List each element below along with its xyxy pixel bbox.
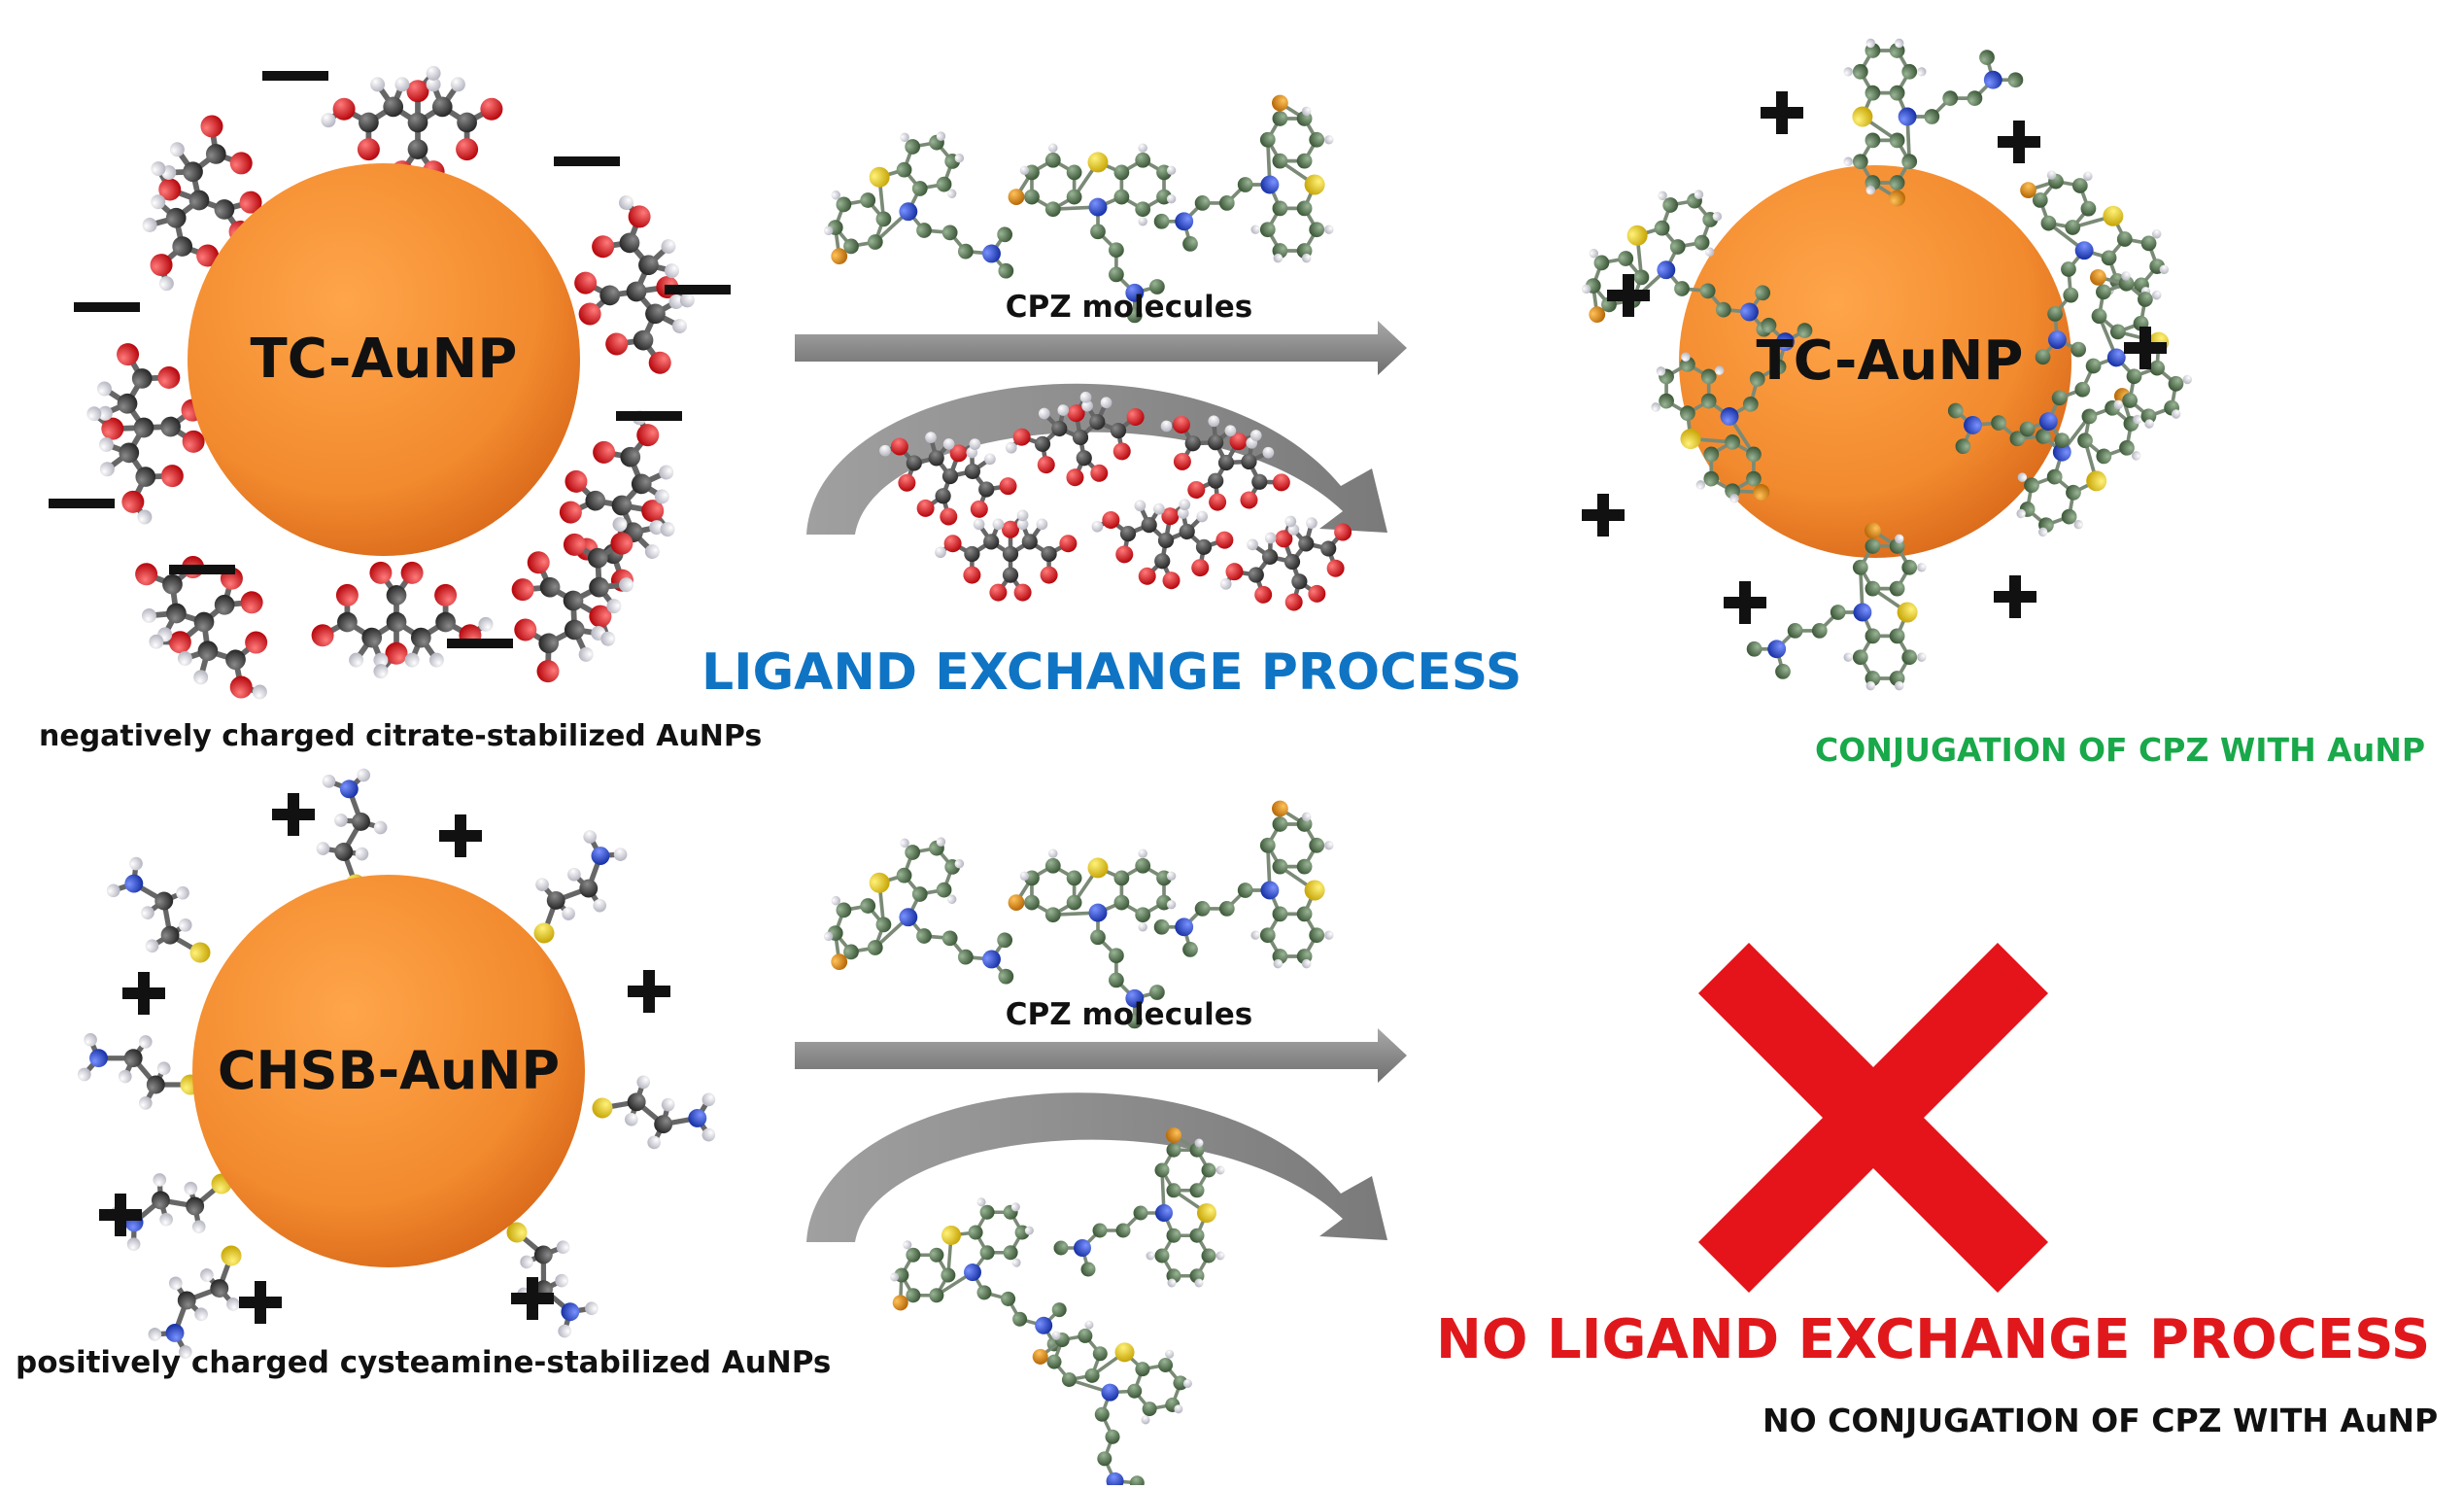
- citrate-aunp-group: TC-AuNP: [49, 65, 731, 700]
- conjugated-aunp-group: TC-AuNP: [1581, 38, 2193, 691]
- negative-charge-4: [74, 302, 140, 312]
- cpz-molecules-bottom: [823, 800, 1334, 1029]
- cpz-bound-1: [1843, 38, 2024, 207]
- cpz-molecule-top-1: [823, 131, 1014, 279]
- cysteamine-molecule-8: [148, 1245, 242, 1359]
- negative-charge-8: [447, 639, 513, 648]
- released-citrate-6: [1219, 515, 1352, 611]
- caption-conjugation: CONJUGATION OF CPZ WITH AuNP: [1815, 731, 2426, 769]
- cpz-arrow-label-bottom: CPZ molecules: [1006, 997, 1253, 1032]
- positive-charge-conj-2: [1998, 121, 2040, 163]
- cpz-bound-5: [1947, 388, 2142, 537]
- citrate-molecule-3: [574, 195, 695, 374]
- cpz-free-2: [1053, 1127, 1225, 1288]
- positive-charge-cys-1: [272, 793, 315, 836]
- cpz-molecule-top-3: [1153, 94, 1334, 263]
- cpz-molecule-bottom-2: [1008, 848, 1177, 1029]
- positive-charge-conj-7: [1994, 575, 2036, 618]
- process-arrow-icon: [795, 321, 1407, 375]
- released-citrate-1: [879, 432, 1017, 526]
- cpz-molecules-top: [823, 94, 1334, 324]
- cpz-molecule-bottom-1: [823, 837, 1014, 985]
- cpz-arrow-label-top: CPZ molecules: [1006, 290, 1253, 325]
- cpz-free-1: [890, 1197, 1067, 1352]
- positive-charge-cys-4: [628, 970, 670, 1013]
- no-conjugation-group: [1698, 943, 2048, 1293]
- negative-charges: [49, 71, 731, 648]
- cysteamine-aunp-group: CHSB-AuNP: [77, 768, 716, 1359]
- negative-charge-2: [554, 156, 620, 166]
- positive-charge-conj-3: [1607, 274, 1650, 317]
- negative-charge-3: [665, 285, 731, 294]
- cpz-ligand-shell: [1581, 38, 2193, 691]
- tc-aunp-particle-left: [188, 163, 580, 556]
- citrate-molecule-2: [142, 115, 262, 292]
- cysteamine-ligand-shell: [77, 768, 716, 1359]
- released-citrate-5: [1091, 499, 1234, 590]
- caption-citrate: negatively charged citrate-stabilized Au…: [39, 719, 763, 753]
- positive-charge-conj-6: [1724, 581, 1766, 624]
- process-title-bottom: NO LIGAND EXCHANGE PROCESS: [1436, 1308, 2431, 1371]
- released-citrate-4: [935, 509, 1078, 602]
- cysteamine-molecule-4: [592, 1075, 716, 1150]
- negative-charge-6: [49, 499, 115, 508]
- cpz-molecule-top-2: [1008, 143, 1177, 324]
- citrate-molecule-5: [559, 410, 675, 592]
- cpz-bound-7: [2019, 268, 2193, 449]
- tc-aunp-label-right: TC-AuNP: [1757, 329, 2024, 393]
- positive-charge-cys-7: [511, 1277, 554, 1320]
- released-citrate-3: [1160, 415, 1290, 511]
- bottom-no-exchange-group: CPZ molecules: [795, 800, 1407, 1489]
- cysteamine-molecule-3: [106, 856, 211, 963]
- release-curve-arrow-icon: [806, 383, 1387, 535]
- citrate-molecule-7: [511, 517, 634, 683]
- negative-charge-7: [169, 565, 235, 574]
- positive-charge-cys-5: [99, 1194, 142, 1236]
- cysteamine-molecule-1: [316, 768, 388, 895]
- cpz-molecule-bottom-3: [1153, 800, 1334, 969]
- cpz-bound-3: [2020, 170, 2170, 365]
- positive-charge-conj-5: [1582, 494, 1625, 537]
- cysteamine-molecule-2: [533, 830, 628, 944]
- positive-charge-cys-2: [439, 814, 482, 857]
- released-citrate-2: [1005, 391, 1145, 487]
- citrate-ligand-shell: [86, 65, 695, 700]
- process-title-top: LIGAND EXCHANGE PROCESS: [702, 643, 1523, 702]
- caption-no-conjugation: NO CONJUGATION OF CPZ WITH AuNP: [1762, 1402, 2439, 1439]
- cysteamine-molecule-5: [77, 1032, 201, 1110]
- positive-charges-cysteamine: [99, 793, 670, 1324]
- chsb-aunp-label: CHSB-AuNP: [218, 1040, 560, 1101]
- cpz-free-molecules-bottom: [890, 1127, 1225, 1489]
- positive-charge-conj-4: [2124, 327, 2167, 369]
- citrate-molecule-8: [135, 555, 268, 700]
- positive-charge-cys-3: [122, 972, 165, 1015]
- process-arrow-icon-bottom: [795, 1028, 1407, 1083]
- citrate-molecule-4: [86, 343, 205, 525]
- top-exchange-group: CPZ molecules: [795, 94, 1407, 611]
- cpz-bound-6: [1746, 522, 1927, 691]
- cpz-bound-4: [1651, 317, 1813, 503]
- negative-charge-5: [616, 411, 682, 421]
- citrate-molecule-1: [321, 65, 503, 184]
- positive-charge-cys-6: [239, 1281, 282, 1324]
- cpz-bound-2: [1581, 190, 1772, 337]
- positive-charges-conjugated: [1582, 91, 2167, 624]
- released-citrate-molecules: [879, 391, 1352, 611]
- positive-charge-conj-1: [1761, 91, 1803, 134]
- citrate-molecule-6: [311, 561, 494, 679]
- cpz-free-3: [1032, 1320, 1192, 1489]
- caption-cysteamine: positively charged cysteamine-stabilized…: [16, 1345, 832, 1380]
- chsb-aunp-particle: [192, 875, 585, 1267]
- tc-aunp-particle-right: [1679, 165, 2071, 558]
- release-curve-arrow-icon-bottom: [806, 1092, 1387, 1242]
- red-x-icon: [1698, 943, 2048, 1293]
- negative-charge-1: [262, 71, 328, 81]
- tc-aunp-label-left: TC-AuNP: [251, 328, 518, 391]
